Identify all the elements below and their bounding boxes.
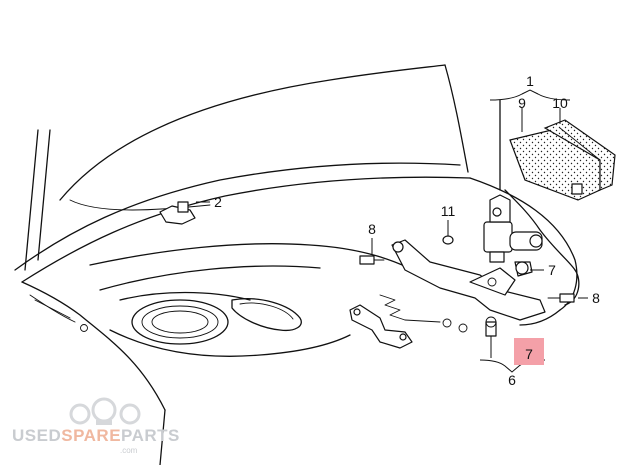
lock-actuator: [483, 194, 543, 263]
washer-11: [442, 235, 454, 245]
bolt-8b: [547, 293, 575, 303]
watermark-used: USED: [12, 426, 62, 445]
trim-panel: [509, 119, 616, 201]
release-cable: [499, 99, 580, 306]
watermark: USEDSPAREPARTS .com: [12, 396, 182, 456]
bolt-8a: [359, 255, 385, 265]
callout-7a: 7: [548, 262, 556, 278]
callout-11: 11: [441, 203, 456, 219]
callout-1: 1: [526, 73, 534, 89]
callout-9: 9: [518, 95, 526, 111]
callout-7b: 7: [525, 346, 533, 362]
hood-outline: [14, 64, 471, 283]
leader-lines: [196, 89, 588, 373]
lever-assembly: [349, 239, 546, 349]
clip-2: [159, 201, 196, 225]
callout-8a: 8: [368, 221, 376, 237]
highlight-box: [514, 338, 544, 365]
watermark-text: USEDSPAREPARTS: [12, 426, 180, 446]
watermark-spare: SPARE: [61, 426, 122, 445]
watermark-suffix: .com: [120, 446, 138, 455]
lid-cable: [29, 294, 88, 332]
callout-8b: 8: [592, 290, 600, 306]
gear-wheel-icon: [69, 397, 141, 425]
watermark-parts: PARTS: [121, 426, 180, 445]
callout-10: 10: [552, 95, 568, 111]
callout-6: 6: [508, 372, 516, 388]
callout-2: 2: [214, 194, 222, 210]
